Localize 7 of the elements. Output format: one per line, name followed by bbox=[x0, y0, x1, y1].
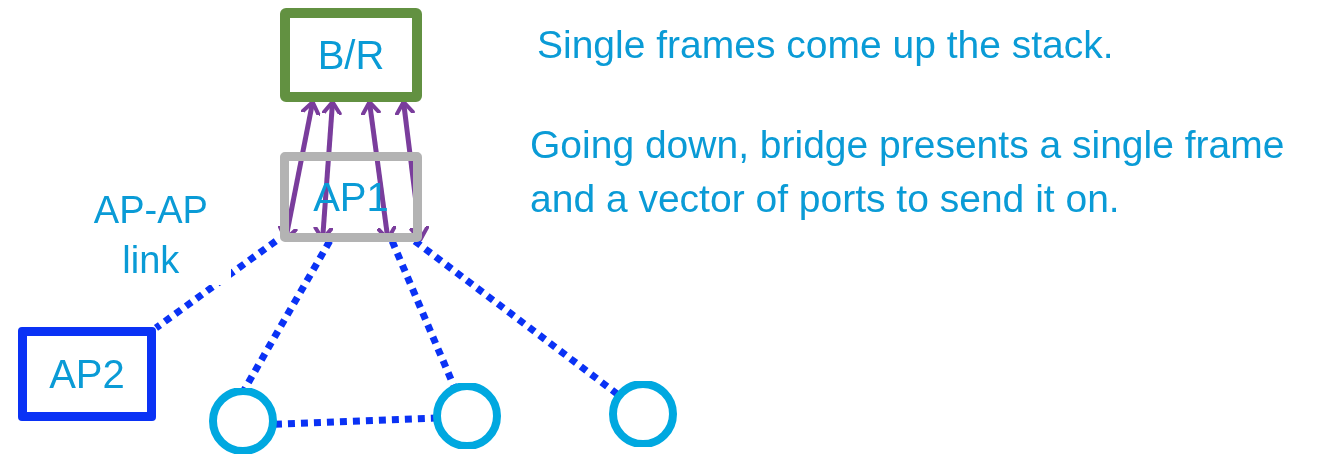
dotted-link bbox=[153, 238, 278, 331]
note-text: Single frames come up the stack. bbox=[537, 22, 1115, 68]
note-text: Going down, bridge presents a single frame and a vector of ports to send it on. bbox=[530, 122, 1286, 222]
node-label: AP2 bbox=[49, 354, 125, 394]
node-label: B/R bbox=[317, 35, 385, 75]
access-point-box bbox=[18, 327, 156, 421]
bridge-box bbox=[280, 8, 422, 102]
